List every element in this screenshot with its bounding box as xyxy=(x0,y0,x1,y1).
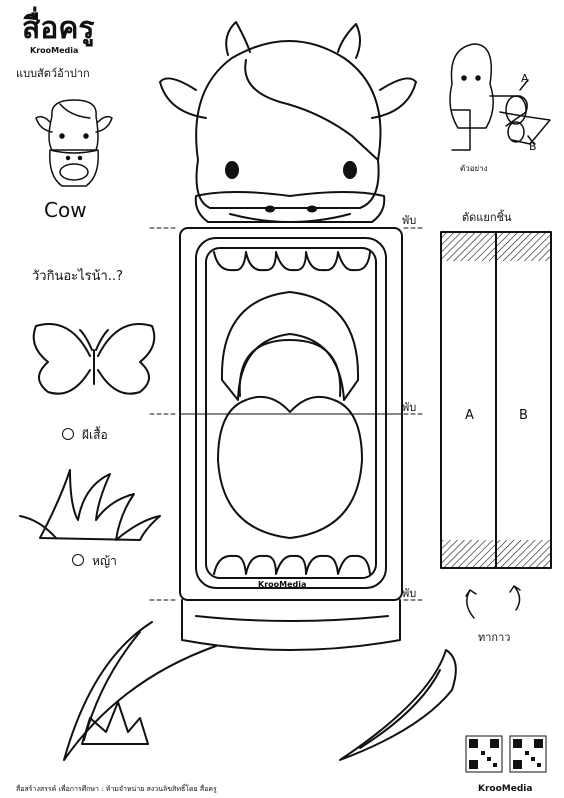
leaf-cutout-illustration xyxy=(63,621,457,761)
cow-head-illustration xyxy=(159,21,417,223)
example-label: ตัวอย่าง xyxy=(460,164,488,173)
strip-pieces-illustration xyxy=(440,231,552,569)
option-butterfly-radio[interactable] xyxy=(62,428,74,440)
brand-subtitle: KrooMedia xyxy=(30,46,79,55)
strip-hatch-bottom xyxy=(442,540,550,567)
cut-section-title: ตัดแยกชิ้น xyxy=(462,211,512,224)
small-cow-illustration xyxy=(35,99,113,187)
strip-hatch-top xyxy=(442,233,550,261)
example-illustration xyxy=(449,43,551,151)
strip-b-label: B xyxy=(519,408,528,423)
brand-logo: สื่อครู xyxy=(22,11,95,46)
mouth-brand: KrooMedia xyxy=(258,580,307,589)
fold-label-bottom: พับ xyxy=(402,587,417,600)
glue-label: ทากาว xyxy=(478,631,511,644)
fold-label-middle: พับ xyxy=(402,401,417,414)
butterfly-illustration xyxy=(32,323,156,395)
example-b-label: B xyxy=(529,140,537,153)
mouth-panel-illustration xyxy=(179,227,403,651)
footer-brand: KrooMedia xyxy=(478,784,533,794)
qr-codes xyxy=(465,735,547,773)
question-text: วัวกินอะไรน้า..? xyxy=(32,269,124,284)
worksheet-type: แบบสัตว์อ้าปาก xyxy=(16,67,90,80)
strip-a-label: A xyxy=(465,408,474,423)
fold-dash-lines xyxy=(149,227,425,601)
option-grass-label: หญ้า xyxy=(92,554,117,568)
option-butterfly-label: ผีเสื้อ xyxy=(82,428,108,442)
footer-text: สื่อสร้างสรรค์ เพื่อการศึกษา : ห้ามจำหน่… xyxy=(16,785,217,793)
grass-illustration xyxy=(19,469,161,541)
example-a-label: A xyxy=(521,72,529,85)
fold-label-top: พับ xyxy=(402,214,417,227)
animal-name: Cow xyxy=(44,198,87,222)
option-grass-radio[interactable] xyxy=(72,554,84,566)
glue-arrows xyxy=(465,585,521,619)
